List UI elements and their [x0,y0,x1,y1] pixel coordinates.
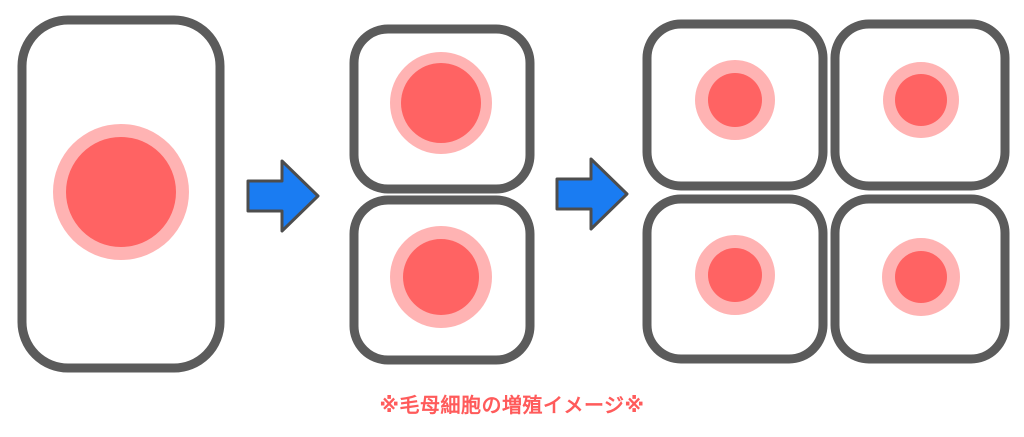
cell-stage2-1 [349,24,535,194]
nucleus-icon [401,63,481,143]
nucleus-icon [403,239,479,315]
cell-stage3-3 [642,194,828,364]
stage-1 [17,15,225,373]
nucleus-icon [708,248,762,302]
cell-stage3-4 [830,194,1010,364]
cell-stage3-2 [830,19,1010,191]
right-arrow-icon [555,157,629,231]
nucleus-icon [708,73,762,127]
nucleus-icon [895,251,947,303]
nucleus-icon [895,74,947,126]
stage-3 [642,19,1010,364]
right-arrow-icon [246,159,320,233]
cell-stage2-2 [349,195,535,365]
cell-stage3-1 [642,19,828,191]
stage-2 [349,24,535,365]
cell-stage1-1 [17,15,225,373]
nucleus-icon [66,137,176,247]
diagram-caption: ※毛母細胞の増殖イメージ※ [379,393,645,417]
